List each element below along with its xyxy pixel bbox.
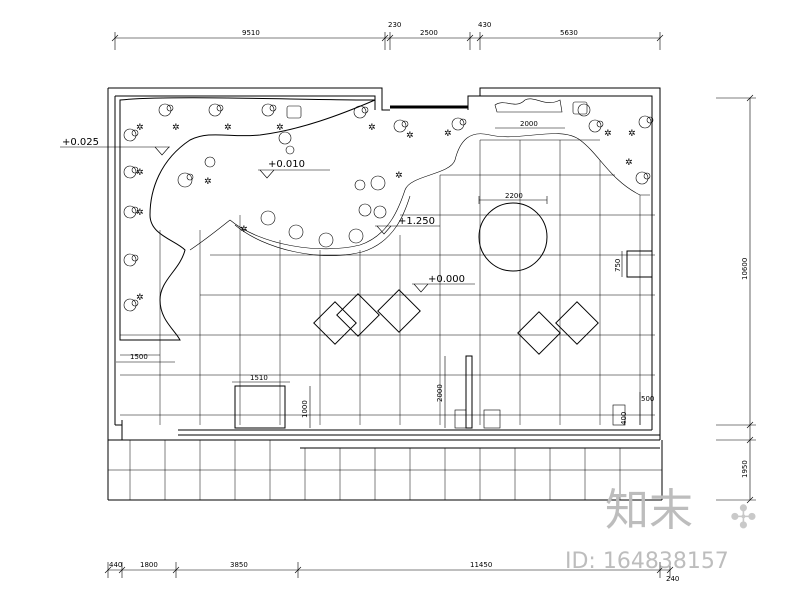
dim-1510: 1510 [250,374,268,382]
dim-2000-label: 2000 [520,120,538,128]
dim-bottom-240: 240 [666,575,679,583]
dim-bottom-3850: 3850 [230,561,248,569]
planter-box [286,105,302,119]
plant-icon [158,103,174,117]
dim-500: 500 [641,395,654,403]
round-table: 2200 [478,192,548,272]
right-small-dims: 500 400 [612,392,654,426]
level-marker-2: +0.010 [258,159,330,179]
plant-icon [177,172,194,188]
plant-icon [354,179,366,191]
plant-icon [393,119,409,133]
dim-right-1950: 1950 [741,460,749,478]
plant-icon [285,145,295,155]
level-marker-1: +0.025 [60,137,170,156]
walls [107,87,661,449]
shrub-icon: ✲ [172,123,180,133]
dim-bottom-1800: 1800 [140,561,158,569]
watermark: 知末 ✣ ID: 164838157 [565,485,757,574]
top-dimension-line: 9510 230 2500 430 5630 [111,21,664,50]
shrub-icon: ✲ [604,129,612,139]
shrub-icon: ✲ [136,208,144,218]
dim-top-230: 230 [388,21,401,29]
plant-icon [123,205,139,219]
square-tables-right [517,301,599,355]
plant-icon [370,175,386,191]
plant-icon [358,203,372,217]
flower-bed [494,98,563,113]
level-label-2: +0.010 [268,159,305,170]
dim-bottom-11450: 11450 [470,561,492,569]
counter-bottom-left: 1510 1000 [232,374,311,429]
plant-icon [123,253,139,267]
plant-icon [635,171,651,185]
dim-400: 400 [620,412,628,425]
dim-1500: 1500 [130,353,148,361]
plant-icon [588,119,604,133]
plant-icon [288,224,304,240]
watermark-dragonfly-icon: ✣ [730,498,757,536]
shrub-icon: ✲ [406,131,414,141]
right-dimension-line: 10600 1950 [716,94,756,504]
plant-icon [353,105,369,119]
bottom-dimension-line: 440 1800 3850 11450 240 [104,561,679,583]
shrub-icon: ✲ [136,168,144,178]
plant-icon [123,165,139,179]
shrub-icon: ✲ [625,158,633,168]
shrub-icon: ✲ [240,225,248,235]
shrub-icon: ✲ [444,129,452,139]
square-tables-left [313,289,421,345]
dim-top-2500: 2500 [420,29,438,37]
plant-icon [348,228,364,244]
shrub-icon: ✲ [136,293,144,303]
floor-tile-grid [120,139,655,425]
plant-icon [318,232,334,248]
shrub-icon: ✲ [136,123,144,133]
plant-icon [123,298,139,312]
plant-icon [204,156,216,168]
level-label-4: +0.000 [428,274,465,285]
dim-750: 750 [614,259,622,272]
level-marker-4: +0.000 [412,274,475,293]
plant-icon [577,103,591,117]
side-counter: 750 [614,250,653,278]
dim-1000: 1000 [301,400,309,418]
dim-top-430: 430 [478,21,491,29]
dim-2000-top: 2000 [495,120,565,129]
dim-top-5630: 5630 [560,29,578,37]
shrub-icon: ✲ [395,171,403,181]
shrub-icon: ✲ [628,129,636,139]
dim-2200: 2200 [505,192,523,200]
level-label-1: +0.025 [62,137,99,148]
planter-box [572,101,588,115]
dim-top-9510: 9510 [242,29,260,37]
level-marker-3: +1.250 [375,216,440,235]
level-label-3: +1.250 [398,216,435,227]
shrub-icon: ✲ [204,177,212,187]
plant-symbols: ✲ ✲ ✲ ✲ ✲ ✲ ✲ ✲ ✲ ✲ ✲ ✲ ✲ ✲ ✲ ✲ [123,98,654,312]
plant-icon [373,205,387,219]
plant-icon [261,103,277,117]
dim-bottom-440: 440 [109,561,122,569]
terrace-tiles [107,440,663,501]
watermark-logo: 知末 [605,485,693,536]
plant-icon [451,117,467,131]
plant-icon [278,131,292,145]
landscape-boundary [119,97,650,341]
shrub-icon: ✲ [276,123,284,133]
plant-icon [638,115,654,129]
partition-2000: 2000 [436,355,501,429]
watermark-id: ID: 164838157 [565,549,729,574]
shrub-icon: ✲ [368,123,376,133]
plant-icon [123,128,139,142]
plant-icon [260,210,276,226]
bench-left: 1500 [116,353,175,363]
dim-2000-vertical: 2000 [436,384,444,402]
shrub-icon: ✲ [224,123,232,133]
dim-right-10600: 10600 [741,258,749,280]
plant-icon [208,103,224,117]
